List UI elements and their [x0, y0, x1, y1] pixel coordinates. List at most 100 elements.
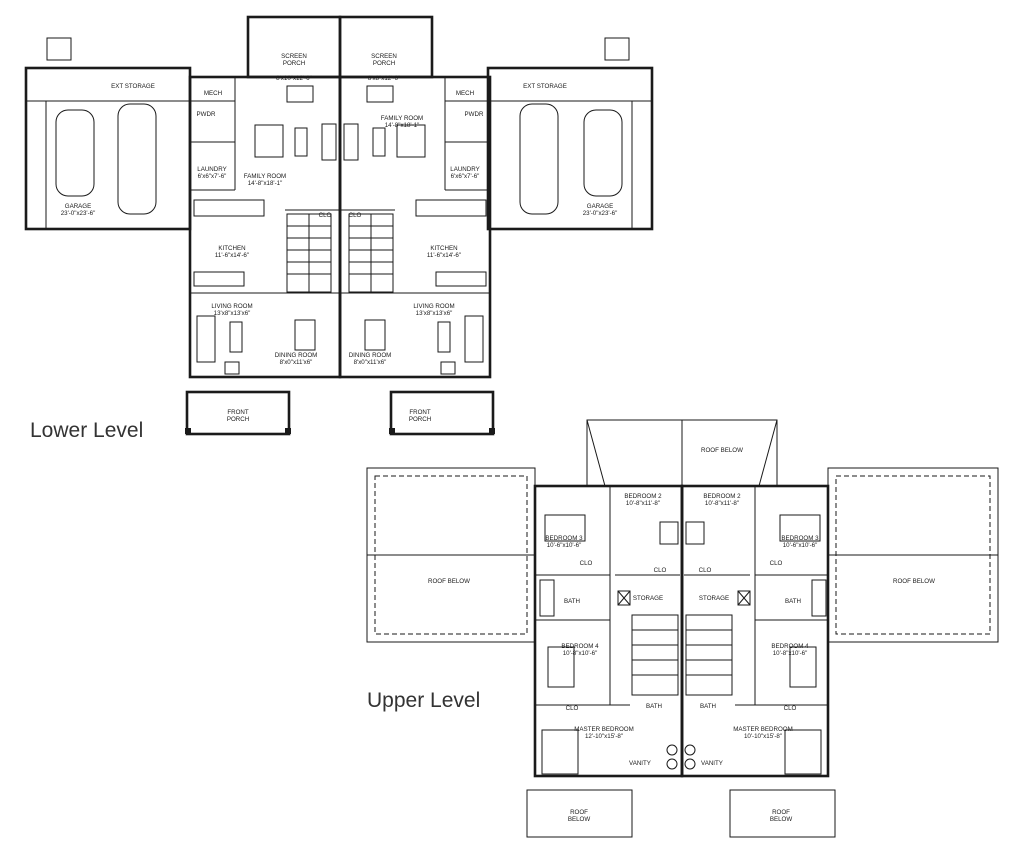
room-dimensions-label: PORCH — [373, 60, 395, 67]
room-name-label: BEDROOM 2 — [624, 493, 662, 500]
upper-stairs — [631, 614, 733, 696]
room-name-label: BATH — [646, 703, 662, 710]
room-dimensions-label: 6'x6"x7'-6" — [451, 173, 480, 180]
room-name-label: LAUNDRY — [197, 166, 226, 173]
room-name-label: SCREEN — [371, 53, 397, 60]
room-name-label: BEDROOM 4 — [771, 643, 809, 650]
room-name-label: STORAGE — [699, 595, 729, 602]
room-dimensions-label: 23'-0"x23'-6" — [61, 210, 96, 217]
room-dimensions-label: PORCH — [283, 60, 305, 67]
room-name-label: DINING ROOM — [349, 352, 392, 359]
room-dimensions-label: BELOW — [770, 816, 793, 823]
roof-below-bottom-left — [526, 789, 633, 838]
garage-right — [486, 66, 654, 231]
room-name-label: ROOF — [570, 809, 588, 816]
room-name-label: CLO — [566, 705, 579, 712]
room-name-label: PWDR — [197, 111, 216, 118]
room-dimensions-label: 14'-8"x18'-1" — [385, 122, 420, 129]
room-name-label: BEDROOM 3 — [545, 535, 583, 542]
room-dimensions-label: 8'x0"x11'x6" — [354, 359, 387, 366]
room-name-label: LAUNDRY — [450, 166, 479, 173]
room-name-label: ROOF BELOW — [701, 447, 743, 454]
room-dimensions-label: 11'-6"x14'-6" — [427, 252, 461, 259]
room-name-label: EXT STORAGE — [111, 83, 155, 90]
car — [117, 103, 157, 215]
room-name-label: MASTER BEDROOM — [574, 726, 633, 733]
room-dimensions-label: 6'x6"x7'-6" — [198, 173, 227, 180]
room-name-label: FRONT — [409, 409, 431, 416]
room-dimensions-label: 13'x8"x13'x6" — [214, 310, 251, 317]
room-dimensions-label: PORCH — [409, 416, 431, 423]
room-name-label: CLO — [580, 560, 593, 567]
room-name-label: EXT STORAGE — [523, 83, 567, 90]
front-porch-left — [185, 390, 291, 436]
room-name-label: CLO — [784, 705, 797, 712]
room-name-label: BATH — [785, 598, 801, 605]
car — [519, 103, 559, 215]
stairs-right — [348, 213, 394, 293]
room-name-label: MASTER BEDROOM — [733, 726, 792, 733]
room-name-label: FRONT — [227, 409, 249, 416]
ac-pad — [46, 37, 72, 61]
room-name-label: STORAGE — [633, 595, 663, 602]
car — [583, 109, 623, 197]
room-name-label: ROOF BELOW — [893, 578, 935, 585]
room-name-label: SCREEN — [281, 53, 307, 60]
room-name-label: GARAGE — [587, 203, 613, 210]
room-name-label: ROOF BELOW — [428, 578, 470, 585]
room-dimensions-label: 8'x8"x12'-6" — [368, 75, 400, 82]
room-dimensions-label: 13'x8"x13'x6" — [416, 310, 453, 317]
room-name-label: CLO — [770, 560, 783, 567]
room-name-label: MECH — [456, 90, 474, 97]
room-dimensions-label: PORCH — [227, 416, 249, 423]
room-dimensions-label: 10'-6"x10'-6" — [783, 542, 818, 549]
room-dimensions-label: BELOW — [568, 816, 591, 823]
room-name-label: GARAGE — [65, 203, 91, 210]
room-dimensions-label: 8'x0"x11'x6" — [280, 359, 313, 366]
room-dimensions-label: 10'-8"x10'-6" — [563, 650, 598, 657]
room-dimensions-label: 23'-0"x23'-6" — [583, 210, 618, 217]
upper-level-title: Upper Level — [367, 689, 480, 712]
room-name-label: ROOF — [772, 809, 790, 816]
room-name-label: BEDROOM 3 — [781, 535, 819, 542]
ac-pad — [604, 37, 630, 61]
screen-porch-right — [338, 15, 434, 79]
roof-below-bottom-right — [729, 789, 836, 838]
screen-porch-left — [246, 15, 342, 79]
room-name-label: BATH — [700, 703, 716, 710]
room-name-label: LIVING ROOM — [413, 303, 454, 310]
room-name-label: FAMILY ROOM — [381, 115, 423, 122]
room-name-label: KITCHEN — [218, 245, 245, 252]
room-dimensions-label: 11'-6"x14'-6" — [215, 252, 249, 259]
room-dimensions-label: 8'x10"x12'-6" — [276, 75, 312, 82]
room-name-label: CLO — [349, 212, 362, 219]
room-dimensions-label: 10'-8"x11'-8" — [626, 500, 660, 507]
room-name-label: MECH — [204, 90, 222, 97]
room-dimensions-label: 14'-8"x18'-1" — [248, 180, 283, 187]
stairs-left — [286, 213, 332, 293]
room-name-label: VANITY — [701, 760, 723, 767]
front-porch-right — [389, 390, 495, 436]
room-dimensions-label: 10'-6"x10'-6" — [547, 542, 582, 549]
room-name-label: CLO — [699, 567, 712, 574]
room-dimensions-label: 10'-8"x11'-8" — [705, 500, 739, 507]
garage-left — [24, 66, 192, 231]
car — [55, 109, 95, 197]
room-name-label: PWDR — [465, 111, 484, 118]
room-name-label: VANITY — [629, 760, 651, 767]
lower-level-plan — [24, 15, 654, 436]
room-name-label: CLO — [654, 567, 667, 574]
room-name-label: BEDROOM 2 — [703, 493, 741, 500]
room-dimensions-label: 10'-8"x10'-6" — [773, 650, 808, 657]
room-name-label: DINING ROOM — [275, 352, 318, 359]
room-name-label: BEDROOM 4 — [561, 643, 599, 650]
lower-level-title: Lower Level — [30, 419, 143, 442]
upper-level-plan — [366, 419, 999, 838]
room-name-label: FAMILY ROOM — [244, 173, 286, 180]
room-name-label: KITCHEN — [430, 245, 457, 252]
room-dimensions-label: 10'-10"x15'-8" — [744, 733, 782, 740]
room-name-label: CLO — [319, 212, 332, 219]
room-name-label: BATH — [564, 598, 580, 605]
